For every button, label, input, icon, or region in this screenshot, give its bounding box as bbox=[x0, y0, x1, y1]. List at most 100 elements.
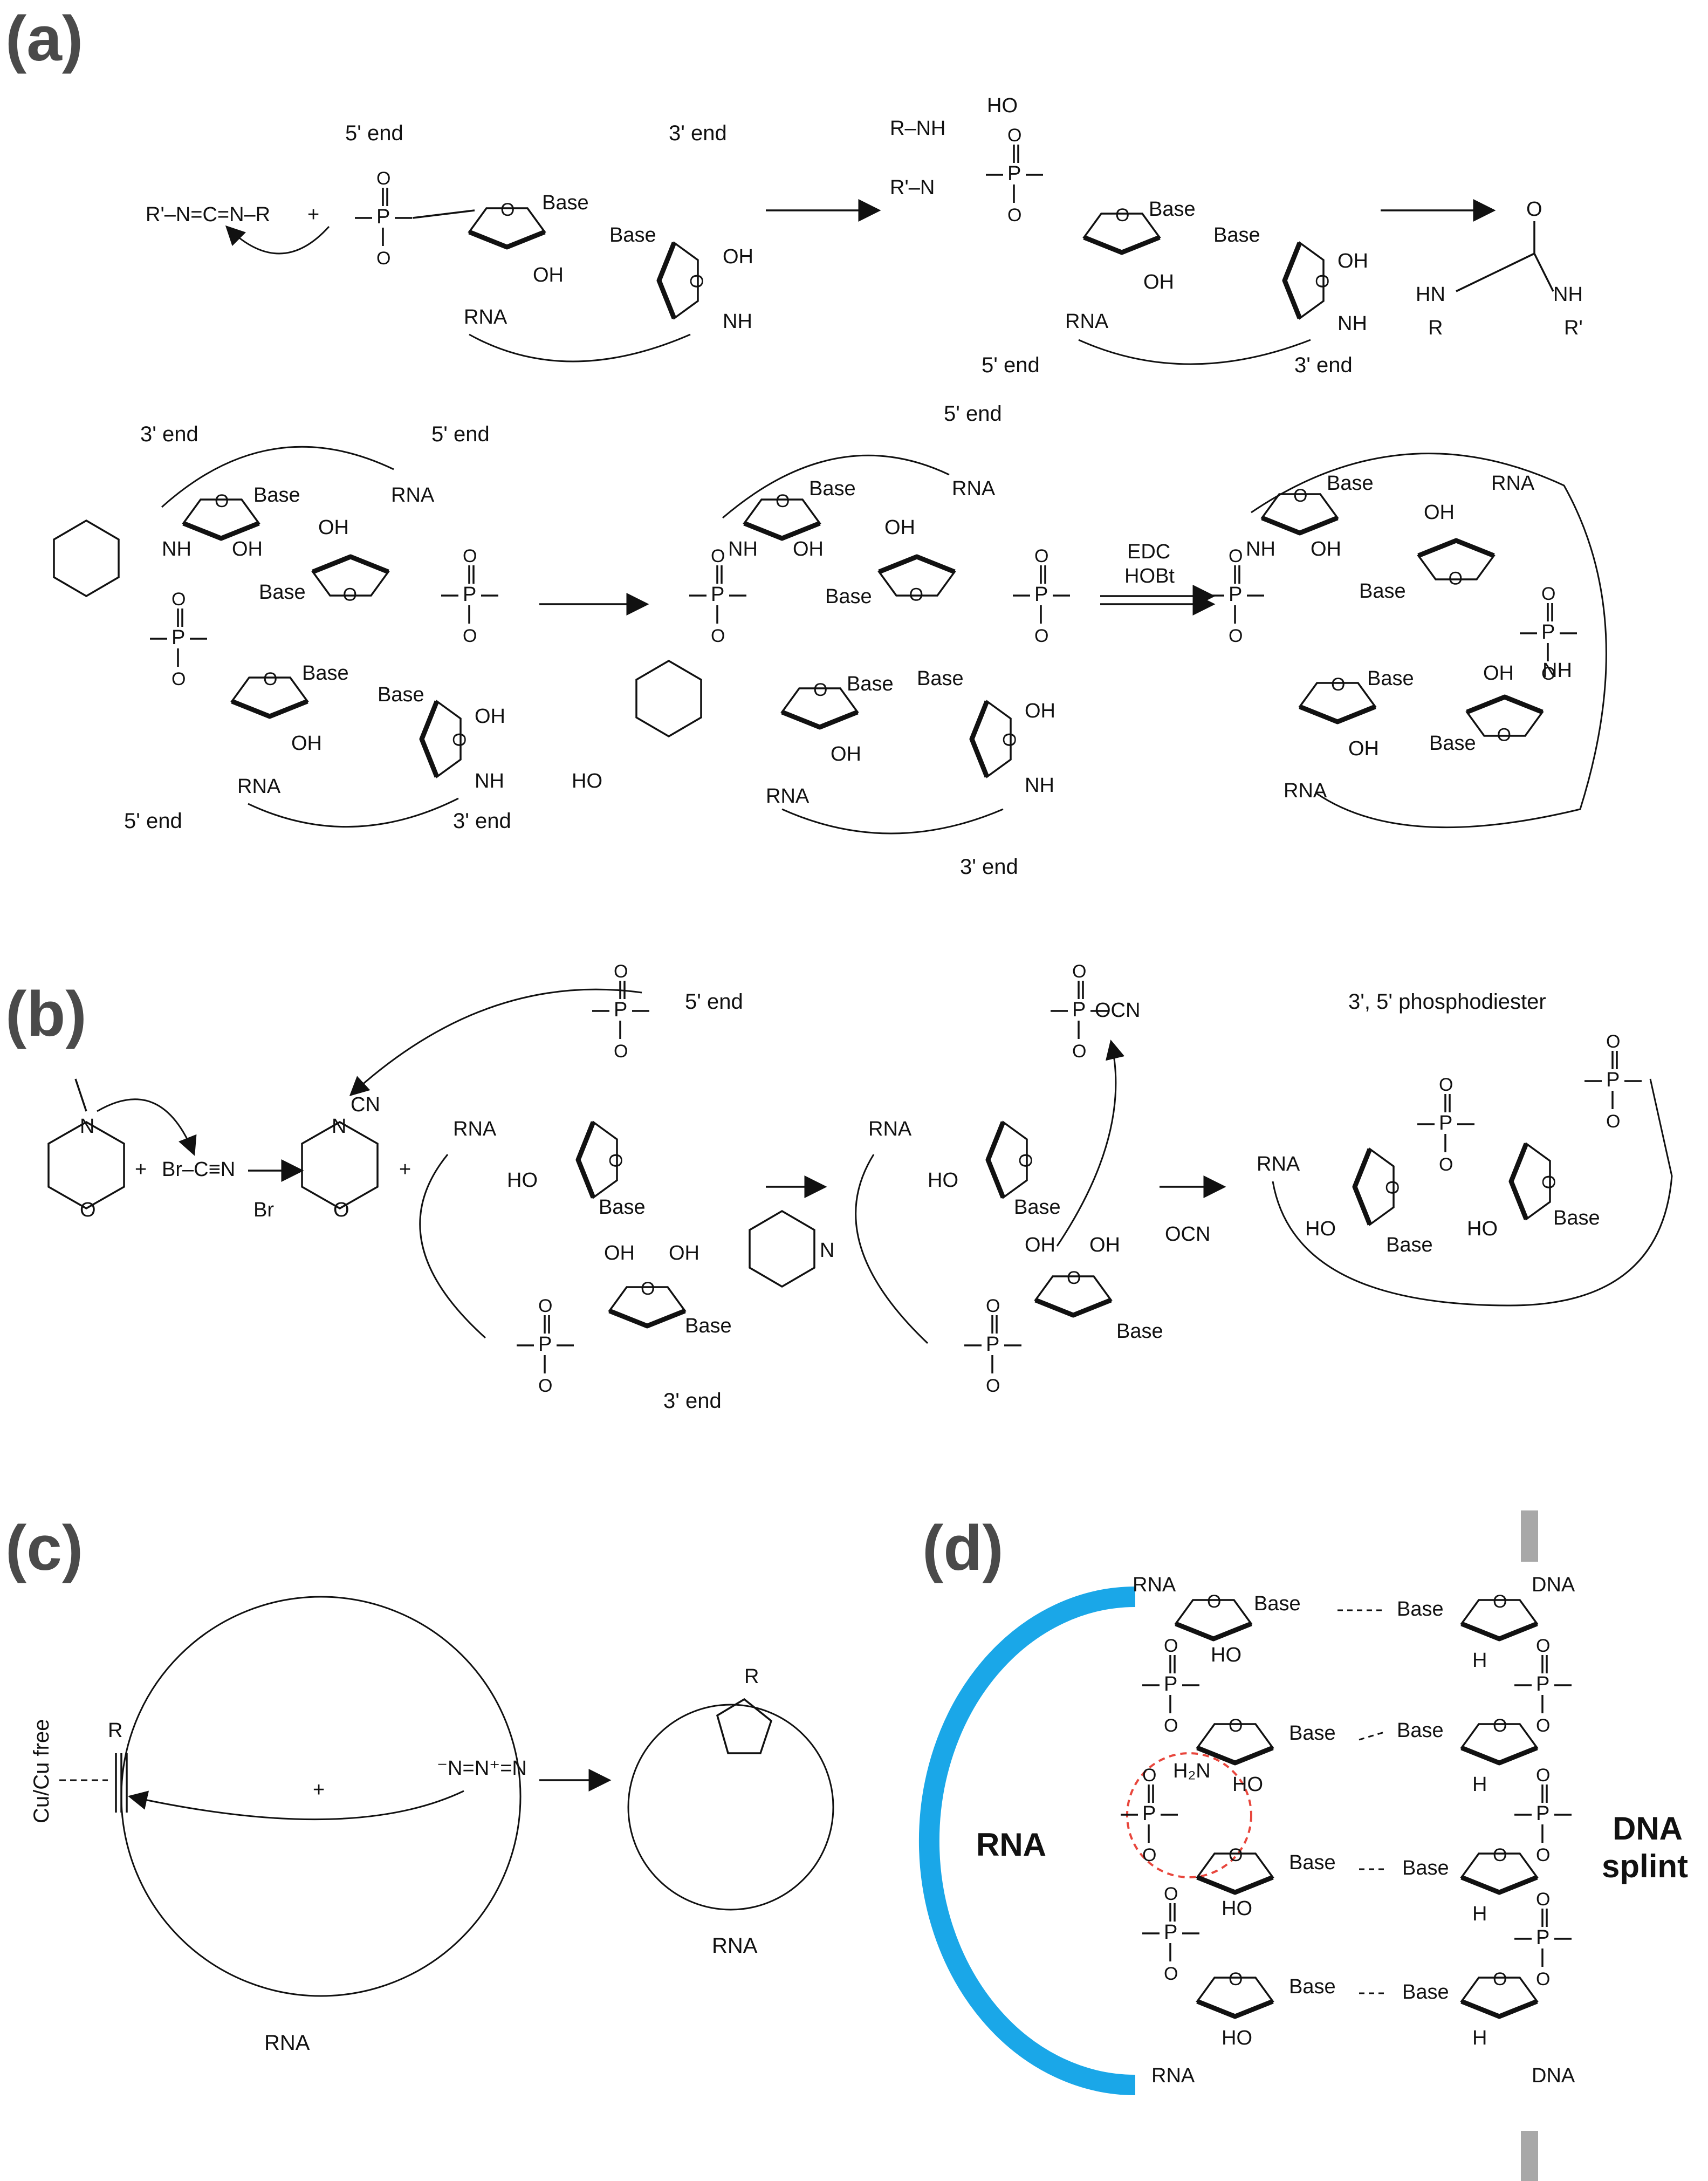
svg-text:N: N bbox=[820, 1239, 834, 1262]
panel-d: (d) RNA DNA splint RNA Base HO Base H₂N … bbox=[918, 1510, 1688, 2181]
svg-text:OH: OH bbox=[793, 538, 824, 560]
svg-text:+: + bbox=[307, 203, 319, 226]
svg-text:NH: NH bbox=[1553, 283, 1583, 306]
svg-text:RNA: RNA bbox=[766, 785, 810, 808]
panel-d-label: (d) bbox=[922, 1513, 1004, 1584]
reagent-hobt: HOBt bbox=[1124, 565, 1175, 587]
svg-text:Base: Base bbox=[1289, 1722, 1336, 1745]
svg-text:DNA: DNA bbox=[1532, 2064, 1575, 2087]
svg-text:OH: OH bbox=[1337, 250, 1368, 272]
svg-text:NH: NH bbox=[1025, 774, 1054, 797]
svg-text:HO: HO bbox=[928, 1169, 958, 1192]
svg-text:NH: NH bbox=[1246, 538, 1275, 560]
svg-text:NH: NH bbox=[1337, 312, 1367, 335]
svg-text:Base: Base bbox=[1014, 1196, 1061, 1219]
svg-text:OH: OH bbox=[1143, 271, 1174, 293]
svg-text:Base: Base bbox=[1289, 1975, 1336, 1998]
svg-text:+: + bbox=[135, 1158, 147, 1181]
svg-text:NH: NH bbox=[1542, 659, 1572, 682]
svg-text:Base: Base bbox=[1386, 1234, 1433, 1256]
svg-text:RNA: RNA bbox=[868, 1118, 912, 1140]
svg-text:H: H bbox=[1472, 1773, 1487, 1796]
electron-arrow bbox=[225, 225, 330, 255]
svg-text:Base: Base bbox=[253, 484, 300, 507]
svg-text:HN: HN bbox=[1416, 283, 1445, 306]
cyanogen-bromide: Br–C≡N bbox=[162, 1158, 235, 1181]
panel-b-label: (b) bbox=[5, 979, 87, 1050]
svg-text:OH: OH bbox=[1424, 501, 1455, 524]
svg-text:OCN: OCN bbox=[1095, 999, 1140, 1022]
svg-text:Base: Base bbox=[1429, 732, 1476, 755]
rna-loop bbox=[120, 1596, 522, 1997]
svg-text:OH: OH bbox=[1025, 700, 1055, 722]
svg-text:RNA: RNA bbox=[453, 1118, 497, 1140]
svg-text:OH: OH bbox=[884, 516, 915, 539]
base-text: Base bbox=[542, 192, 589, 214]
svg-text:Base: Base bbox=[1289, 1851, 1336, 1874]
svg-text:RNA: RNA bbox=[1284, 780, 1327, 802]
benzotriazole-ring bbox=[53, 519, 120, 598]
svg-text:5' end: 5' end bbox=[431, 422, 490, 446]
svg-text:Base: Base bbox=[1397, 1719, 1444, 1742]
svg-text:3' end: 3' end bbox=[453, 809, 511, 833]
svg-text:Base: Base bbox=[599, 1196, 646, 1219]
svg-text:HO: HO bbox=[507, 1169, 538, 1192]
svg-text:H: H bbox=[1472, 1903, 1487, 1925]
svg-text:Base: Base bbox=[685, 1315, 732, 1337]
svg-text:Base: Base bbox=[1402, 1857, 1449, 1879]
svg-text:RNA: RNA bbox=[391, 484, 435, 507]
svg-text:Base: Base bbox=[609, 224, 656, 247]
svg-text:R: R bbox=[108, 1719, 122, 1742]
svg-text:Base: Base bbox=[1367, 667, 1414, 690]
svg-text:OH: OH bbox=[232, 538, 263, 560]
svg-text:OH: OH bbox=[1089, 1234, 1120, 1256]
svg-text:R: R bbox=[744, 1665, 759, 1688]
svg-text:Base: Base bbox=[917, 667, 964, 690]
svg-text:OH: OH bbox=[291, 732, 322, 755]
svg-text:RNA: RNA bbox=[1151, 2064, 1195, 2087]
svg-text:NH: NH bbox=[475, 770, 504, 792]
svg-text:H₂N: H₂N bbox=[1173, 1760, 1211, 1782]
svg-text:NH: NH bbox=[162, 538, 191, 560]
svg-text:RNA: RNA bbox=[952, 477, 996, 500]
svg-text:RNA: RNA bbox=[712, 1934, 758, 1958]
svg-text:HO: HO bbox=[1222, 2027, 1252, 2049]
svg-text:OH: OH bbox=[533, 264, 564, 286]
panel-b: (b) N O + Br–C≡N Br N CN O + 5' end RNA … bbox=[5, 960, 1673, 1413]
svg-text:OH: OH bbox=[1025, 1234, 1055, 1256]
svg-text:R': R' bbox=[1564, 317, 1583, 339]
panel-c-label: (c) bbox=[5, 1513, 83, 1584]
svg-text:3' end: 3' end bbox=[960, 855, 1018, 879]
svg-text:OCN: OCN bbox=[1165, 1223, 1210, 1246]
svg-text:HO: HO bbox=[1467, 1218, 1498, 1240]
label-3-end: 3' end bbox=[669, 121, 727, 145]
svg-text:OH: OH bbox=[669, 1242, 699, 1264]
svg-text:RNA: RNA bbox=[1065, 310, 1109, 333]
cyclized-rna-loop bbox=[627, 1704, 834, 1911]
svg-text:R–NH: R–NH bbox=[890, 117, 945, 140]
phosphodiester-label: 3', 5' phosphodiester bbox=[1348, 990, 1546, 1014]
carbodiimide: R'–N=C=N–R bbox=[146, 203, 270, 226]
svg-text:Base: Base bbox=[259, 581, 306, 604]
phosphate-group bbox=[354, 167, 413, 270]
svg-text:3' end: 3' end bbox=[140, 422, 198, 446]
dna-big-label: DNA bbox=[1613, 1810, 1683, 1847]
svg-text:Base: Base bbox=[825, 585, 872, 608]
svg-text:HO: HO bbox=[987, 94, 1018, 117]
svg-text:Base: Base bbox=[1327, 472, 1374, 495]
svg-text:Base: Base bbox=[1397, 1598, 1444, 1621]
svg-text:OH: OH bbox=[1483, 662, 1514, 685]
svg-text:NH: NH bbox=[723, 310, 752, 333]
morpholine-ring bbox=[47, 1120, 125, 1210]
svg-text:OH: OH bbox=[1311, 538, 1341, 560]
svg-text:OH: OH bbox=[475, 705, 505, 728]
svg-text:O: O bbox=[1526, 198, 1542, 221]
svg-text:5' end: 5' end bbox=[944, 402, 1002, 426]
svg-text:HO: HO bbox=[572, 770, 602, 792]
svg-text:3' end: 3' end bbox=[663, 1389, 722, 1413]
catalyst-label: Cu/Cu free bbox=[30, 1719, 53, 1823]
svg-text:O: O bbox=[333, 1199, 349, 1221]
svg-text:Base: Base bbox=[1402, 1981, 1449, 2004]
dna-bar-bottom bbox=[1521, 2131, 1538, 2181]
